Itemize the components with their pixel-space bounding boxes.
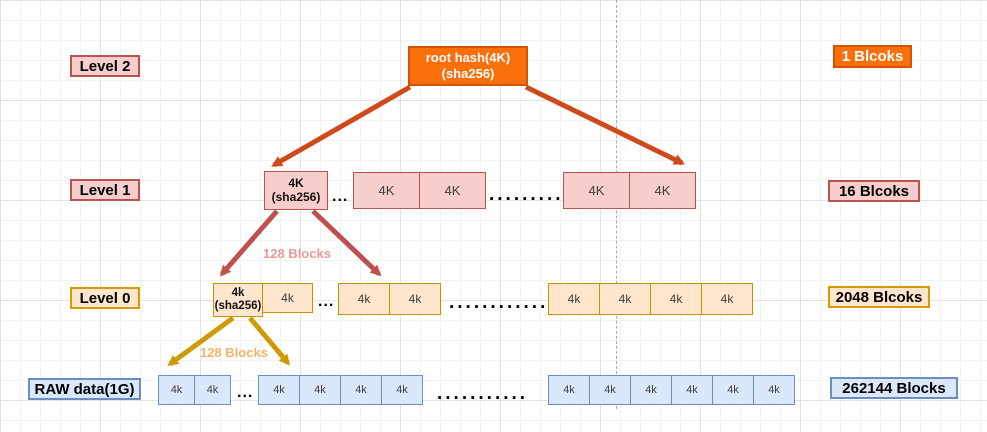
raw-count-badge[interactable]: 262144 Blocks xyxy=(830,377,958,399)
level0-block[interactable]: 4k xyxy=(599,283,651,315)
raw-block-group-3: 4k 4k 4k 4k 4k 4k xyxy=(548,375,795,405)
edge-level1-to-level0-left[interactable] xyxy=(219,209,279,277)
raw-block-group-1: 4k 4k xyxy=(158,375,231,405)
level1-count-badge[interactable]: 16 Blcoks xyxy=(828,180,920,202)
level0-block-group-1: 4k 4k xyxy=(338,283,441,315)
level1-block-group-1: 4K 4K xyxy=(353,172,486,209)
raw-block[interactable]: 4k xyxy=(158,375,195,405)
level0-hash-line1: 4k xyxy=(231,286,245,299)
level0-block[interactable]: 4k xyxy=(548,283,600,315)
raw-ellipsis-dots: ... xyxy=(237,384,254,401)
level0-row-label[interactable]: Level 0 xyxy=(70,287,140,309)
level1-block-group-2: 4K 4K xyxy=(563,172,696,209)
level0-hash-line2: (sha256) xyxy=(214,300,262,312)
raw-block[interactable]: 4k xyxy=(548,375,590,405)
level0-block[interactable]: 4k xyxy=(701,283,753,315)
raw-block[interactable]: 4k xyxy=(258,375,300,405)
level1-block[interactable]: 4K xyxy=(563,172,630,209)
raw-block[interactable]: 4k xyxy=(340,375,382,405)
edge-root-to-level1-right[interactable] xyxy=(524,84,685,166)
level0-block[interactable]: 4k xyxy=(338,283,390,315)
edge-root-to-level1-left[interactable] xyxy=(271,84,412,168)
level2-count-badge[interactable]: 1 Blcoks xyxy=(833,45,912,68)
level1-block[interactable]: 4K xyxy=(353,172,420,209)
raw-block[interactable]: 4k xyxy=(630,375,672,405)
edge-level1-to-level0-right[interactable] xyxy=(311,209,382,277)
raw-block[interactable]: 4k xyxy=(589,375,631,405)
root-hash-line2: (sha256) xyxy=(441,66,495,81)
level1-row-label[interactable]: Level 1 xyxy=(70,179,140,201)
root-hash-node[interactable]: root hash(4K) (sha256) xyxy=(408,46,528,86)
level2-row-label[interactable]: Level 2 xyxy=(70,55,140,77)
level1-hash-node[interactable]: 4K (sha256) xyxy=(264,171,328,210)
raw-gap-dots: ........... xyxy=(437,383,529,404)
level0-gap-dots: ............ xyxy=(449,292,549,313)
raw-block-group-2: 4k 4k 4k 4k xyxy=(258,375,423,405)
level0-block[interactable]: 4k xyxy=(650,283,702,315)
level1-block[interactable]: 4K xyxy=(419,172,486,209)
level1-hash-line2: (sha256) xyxy=(271,189,321,204)
level1-block[interactable]: 4K xyxy=(629,172,696,209)
root-hash-line1: root hash(4K) xyxy=(425,49,511,65)
edge-label-128-blocks-orange: 128 Blocks xyxy=(200,345,268,360)
level1-gap-dots: ......... xyxy=(489,184,564,205)
raw-block[interactable]: 4k xyxy=(753,375,795,405)
raw-block[interactable]: 4k xyxy=(194,375,231,405)
raw-row-label[interactable]: RAW data(1G) xyxy=(28,378,141,400)
level0-hash-node[interactable]: 4k (sha256) xyxy=(213,283,263,317)
raw-block[interactable]: 4k xyxy=(712,375,754,405)
level0-block[interactable]: 4k xyxy=(262,283,313,313)
edge-label-128-blocks-pink: 128 Blocks xyxy=(263,246,331,261)
raw-block[interactable]: 4k xyxy=(381,375,423,405)
level0-ellipsis-dots: ... xyxy=(318,293,335,310)
level0-block[interactable]: 4k xyxy=(389,283,441,315)
raw-block[interactable]: 4k xyxy=(299,375,341,405)
raw-block[interactable]: 4k xyxy=(671,375,713,405)
level1-hash-line1: 4K xyxy=(288,175,304,190)
level0-count-badge[interactable]: 2048 Blcoks xyxy=(828,286,930,308)
level1-ellipsis-dots: ... xyxy=(332,188,349,205)
level0-block-group-2: 4k 4k 4k 4k xyxy=(548,283,753,315)
